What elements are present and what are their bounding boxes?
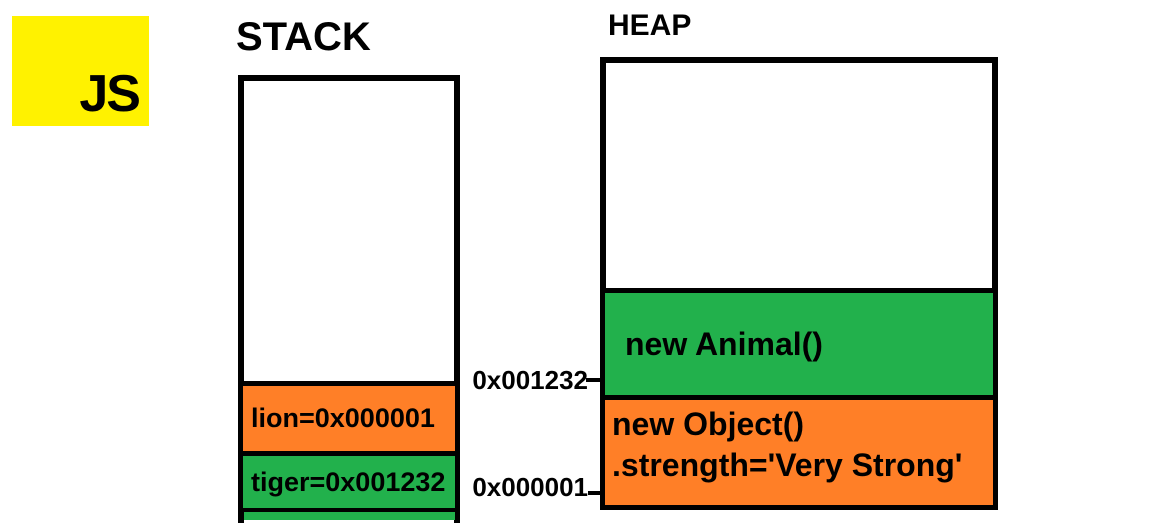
heap-address-label-000001: 0x000001 [472, 472, 588, 502]
heap-title: HEAP [608, 9, 692, 42]
stack-frame-tiger-label: tiger=0x001232 [251, 466, 446, 497]
heap-object-animal-label: new Animal() [625, 325, 823, 362]
stack-title: STACK [236, 15, 371, 59]
heap-address-label-001232: 0x001232 [472, 365, 588, 395]
js-logo: JS [12, 16, 149, 126]
stack-frame-lion-label: lion=0x000001 [251, 403, 435, 433]
stack-frame-lion: lion=0x000001 [238, 381, 460, 456]
heap-object-animal: new Animal() [600, 288, 998, 400]
stack-frame-tiger-overflow [244, 512, 455, 520]
js-logo-label: JS [79, 65, 141, 123]
heap-object-plain: new Object() .strength='Very Strong' [600, 395, 998, 510]
heap-object-plain-label: new Object() [612, 406, 805, 442]
address-connector-tick [588, 491, 604, 495]
stack-frame-tiger: tiger=0x001232 [238, 451, 460, 513]
address-connector-tick [586, 378, 602, 382]
heap-object-plain-property: .strength='Very Strong' [612, 446, 963, 483]
